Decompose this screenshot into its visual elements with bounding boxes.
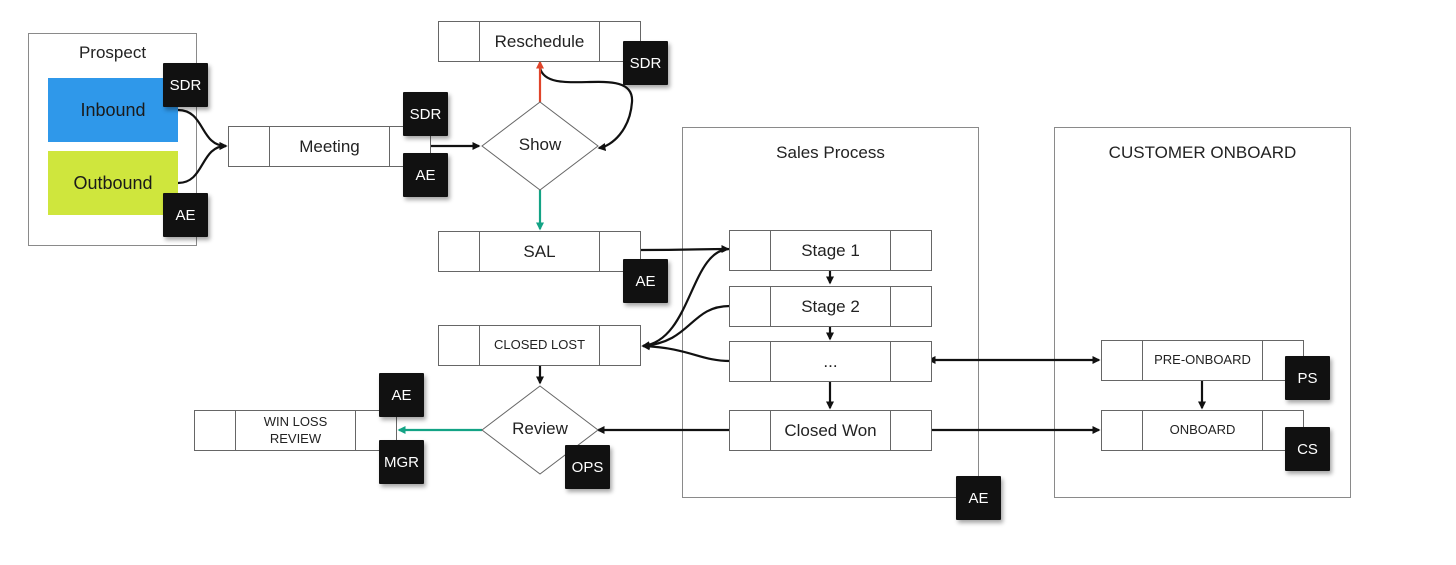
role-note-ae-sal: AE bbox=[623, 259, 668, 303]
ellipsis-box: ... bbox=[729, 341, 932, 382]
pre-onboard-label: PRE-ONBOARD bbox=[1154, 352, 1251, 368]
arrow-stage2-closedlost bbox=[641, 304, 731, 350]
closed-won-box: Closed Won bbox=[729, 410, 932, 451]
stage2-label: Stage 2 bbox=[801, 296, 860, 316]
stage1-label: Stage 1 bbox=[801, 240, 860, 260]
win-loss-review-label: WIN LOSS REVIEW bbox=[263, 414, 328, 446]
win-loss-review-box: WIN LOSS REVIEW bbox=[194, 410, 397, 451]
show-diamond bbox=[481, 101, 599, 191]
ellipsis-label: ... bbox=[823, 351, 838, 371]
closed-won-label: Closed Won bbox=[784, 420, 877, 440]
role-note-sdr-inbound: SDR bbox=[163, 63, 208, 107]
role-note-sdr-meeting: SDR bbox=[403, 92, 448, 136]
role-note-ae-sales: AE bbox=[956, 476, 1001, 520]
meeting-label: Meeting bbox=[299, 136, 360, 156]
arrow-sal-stage1 bbox=[639, 245, 730, 254]
role-note-ae-outbound: AE bbox=[163, 193, 208, 237]
reschedule-label: Reschedule bbox=[494, 31, 585, 51]
pre-onboard-box: PRE-ONBOARD bbox=[1101, 340, 1304, 381]
reschedule-box: Reschedule bbox=[438, 21, 641, 62]
stage2-box: Stage 2 bbox=[729, 286, 932, 327]
role-note-ae-winloss: AE bbox=[379, 373, 424, 417]
onboard-label: ONBOARD bbox=[1169, 422, 1236, 438]
role-note-ps-preonboard: PS bbox=[1285, 356, 1330, 400]
sal-label: SAL bbox=[523, 241, 556, 261]
sales-process-frame-title: Sales Process bbox=[776, 143, 885, 162]
closed-lost-label: CLOSED LOST bbox=[493, 337, 586, 353]
arrow-stage1-closedlost bbox=[641, 247, 731, 350]
inbound-box: Inbound bbox=[48, 78, 178, 142]
prospect-frame-title: Prospect bbox=[78, 43, 147, 62]
sal-box: SAL bbox=[438, 231, 641, 272]
show-label: Show bbox=[518, 135, 562, 154]
stage1-box: Stage 1 bbox=[729, 230, 932, 271]
role-note-ae-meeting: AE bbox=[403, 153, 448, 197]
role-note-cs-onboard: CS bbox=[1285, 427, 1330, 471]
role-note-mgr-winloss: MGR bbox=[379, 440, 424, 484]
meeting-box: Meeting bbox=[228, 126, 431, 167]
role-note-ops-review: OPS bbox=[565, 445, 610, 489]
role-note-sdr-reschedule: SDR bbox=[623, 41, 668, 85]
arrow-inbound-meeting bbox=[177, 108, 228, 150]
arrow-ellipsis-closedlost bbox=[641, 342, 731, 363]
onboard-box: ONBOARD bbox=[1101, 410, 1304, 451]
closed-lost-box: CLOSED LOST bbox=[438, 325, 641, 366]
arrow-outbound-meeting bbox=[177, 142, 228, 185]
outbound-box: Outbound bbox=[48, 151, 178, 215]
arrow-reschedule-show bbox=[538, 67, 634, 151]
customer-onboard-frame-title: CUSTOMER ONBOARD bbox=[1108, 143, 1297, 162]
review-label: Review bbox=[512, 419, 568, 438]
